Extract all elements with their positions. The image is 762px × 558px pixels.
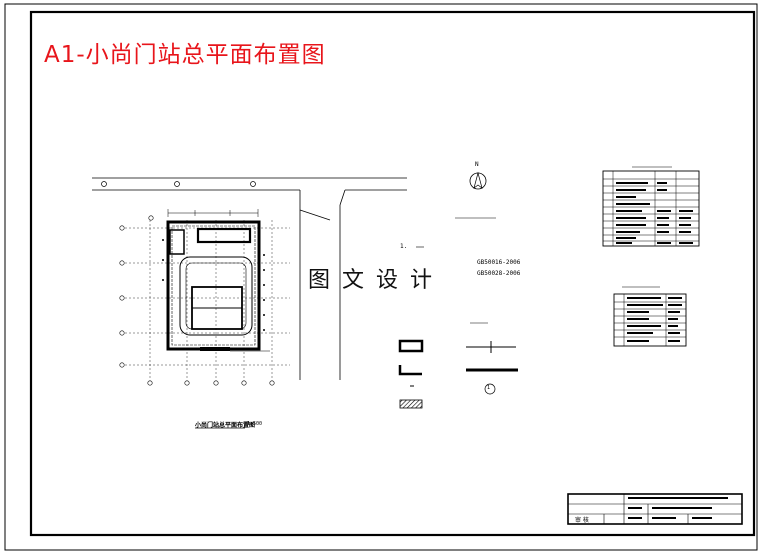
- drawing-title: A1-小尚门站总平面布置图: [44, 42, 326, 68]
- dim-mark: 2: [185, 389, 188, 394]
- dim-mark: 4: [242, 389, 245, 394]
- plan-caption: 小尚门站总平面布置图: [195, 422, 256, 429]
- grid-axis-marks: [119, 215, 275, 386]
- road-lines: [92, 177, 407, 380]
- internal-road: [179, 256, 253, 336]
- note-number: 1.: [400, 243, 408, 250]
- building-top: [196, 227, 252, 244]
- entry-gate: [200, 347, 230, 351]
- watermark-text: 图文设计: [308, 268, 445, 293]
- inner-frame: [29, 10, 756, 537]
- circle-symbol-number: 1: [487, 385, 491, 391]
- grid-lines: [125, 220, 290, 380]
- table-economic-indicators: [602, 166, 700, 247]
- planting-dots: [162, 239, 265, 331]
- legend-building-icon: [398, 339, 424, 353]
- legend-wall-icon: [398, 365, 422, 376]
- ref-code-2: GB50028-2006: [477, 270, 521, 277]
- legend-circle-icon: [484, 383, 496, 395]
- north-label: N: [475, 161, 479, 168]
- legend-hatch-icon: [399, 399, 423, 409]
- dim-mark: 3: [214, 389, 217, 394]
- site-dimension: [167, 209, 259, 217]
- plan-scale: 1:500: [247, 421, 263, 427]
- title-block-review-label: 审 核: [575, 517, 589, 524]
- dim-mark: 1: [148, 389, 151, 394]
- dim-mark: 6: [120, 372, 123, 377]
- north-arrow-icon: [469, 171, 487, 190]
- outer-frame: [4, 3, 758, 551]
- site-inner-boundary: [171, 225, 256, 346]
- road-markers: [101, 181, 256, 187]
- ref-code-1: GB50016-2006: [477, 259, 521, 266]
- legend-symbols: [398, 339, 518, 409]
- dim-mark: 5: [270, 389, 273, 394]
- title-block: [567, 493, 743, 525]
- gate-block: [169, 229, 185, 255]
- table-site-data: [613, 286, 687, 347]
